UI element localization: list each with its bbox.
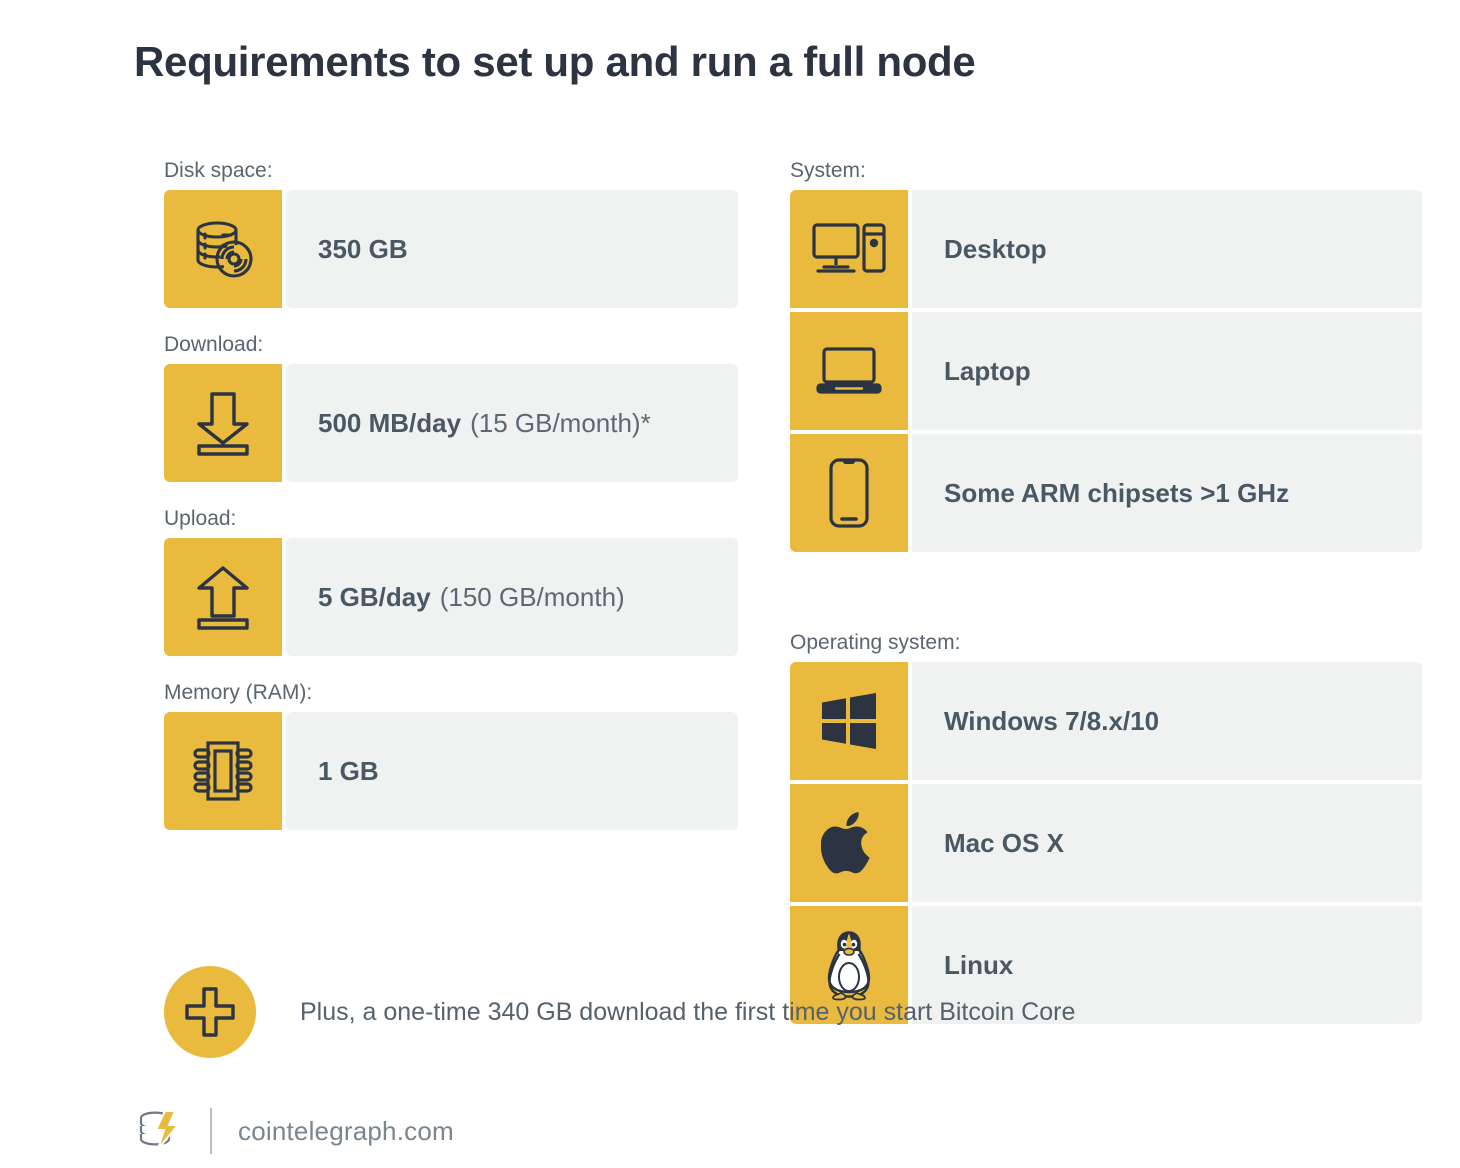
value-strong: 5 GB/day bbox=[318, 581, 431, 612]
system-value-laptop: Laptop bbox=[912, 312, 1422, 430]
apple-logo-icon bbox=[821, 810, 877, 876]
requirement-value-disk-space: 350 GB bbox=[286, 190, 738, 308]
requirement-row-download: 500 MB/day (15 GB/month)* bbox=[164, 364, 738, 482]
icon-tile-apple bbox=[790, 784, 908, 902]
icon-tile-linux bbox=[790, 906, 908, 1024]
value-strong: Mac OS X bbox=[944, 827, 1064, 858]
system-value-desktop: Desktop bbox=[912, 190, 1422, 308]
system-row-arm: Some ARM chipsets >1 GHz bbox=[790, 434, 1422, 552]
icon-tile-upload bbox=[164, 538, 282, 656]
system-row-laptop: Laptop bbox=[790, 312, 1422, 430]
requirement-row-upload: 5 GB/day (150 GB/month) bbox=[164, 538, 738, 656]
icon-tile-memory bbox=[164, 712, 282, 830]
section-label-system: System: bbox=[790, 159, 866, 182]
system-value-arm: Some ARM chipsets >1 GHz bbox=[912, 434, 1422, 552]
section-label-memory: Memory (RAM): bbox=[164, 681, 313, 704]
windows-logo-icon bbox=[818, 690, 880, 752]
footnote-text: Plus, a one-time 340 GB download the fir… bbox=[300, 997, 1076, 1026]
smartphone-icon bbox=[827, 456, 871, 530]
icon-tile-disk-space bbox=[164, 190, 282, 308]
footnote: Plus, a one-time 340 GB download the fir… bbox=[164, 966, 1075, 1058]
os-row-macosx: Mac OS X bbox=[790, 784, 1422, 902]
right-column: System: Desktop bbox=[790, 160, 1422, 1024]
os-value-linux: Linux bbox=[912, 906, 1422, 1024]
icon-tile-download bbox=[164, 364, 282, 482]
value-light: (150 GB/month) bbox=[439, 581, 625, 612]
brand-divider bbox=[210, 1108, 212, 1154]
cointelegraph-logo-icon bbox=[134, 1105, 186, 1157]
os-row-linux: Linux bbox=[790, 906, 1422, 1024]
value-strong: 1 GB bbox=[318, 755, 379, 786]
download-arrow-icon bbox=[191, 388, 255, 458]
brand-footer: cointelegraph.com bbox=[134, 1105, 454, 1157]
left-column: Disk space: bbox=[164, 160, 738, 830]
icon-tile-desktop bbox=[790, 190, 908, 308]
section-label-disk-space: Disk space: bbox=[164, 159, 273, 182]
value-strong: 500 MB/day bbox=[318, 407, 462, 438]
requirement-value-upload: 5 GB/day (150 GB/month) bbox=[286, 538, 738, 656]
system-group: Desktop Laptop bbox=[790, 190, 1422, 552]
column-spacer bbox=[790, 552, 1422, 632]
section-label-download: Download: bbox=[164, 333, 264, 356]
requirement-block-memory: Memory (RAM): bbox=[164, 682, 738, 830]
memory-chip-icon bbox=[190, 737, 256, 805]
brand-name: cointelegraph.com bbox=[238, 1115, 454, 1146]
page-title: Requirements to set up and run a full no… bbox=[134, 38, 976, 85]
value-strong: Some ARM chipsets >1 GHz bbox=[944, 477, 1290, 508]
operating-system-group: Windows 7/8.x/10 Mac OS X bbox=[790, 662, 1422, 1024]
plus-icon bbox=[184, 986, 236, 1038]
os-value-windows: Windows 7/8.x/10 bbox=[912, 662, 1422, 780]
value-strong: Linux bbox=[944, 949, 1014, 980]
linux-penguin-icon bbox=[820, 929, 878, 1001]
icon-tile-windows bbox=[790, 662, 908, 780]
database-disc-icon bbox=[189, 215, 257, 283]
plus-badge bbox=[164, 966, 256, 1058]
requirement-row-memory: 1 GB bbox=[164, 712, 738, 830]
upload-arrow-icon bbox=[191, 562, 255, 632]
section-label-upload: Upload: bbox=[164, 507, 237, 530]
requirement-row-disk-space: 350 GB bbox=[164, 190, 738, 308]
os-value-macosx: Mac OS X bbox=[912, 784, 1422, 902]
requirement-value-memory: 1 GB bbox=[286, 712, 738, 830]
value-strong: 350 GB bbox=[318, 233, 408, 264]
desktop-computer-icon bbox=[811, 220, 887, 278]
requirement-block-download: Download: 500 MB/day (15 GB/month)* bbox=[164, 334, 738, 482]
value-light: (15 GB/month)* bbox=[470, 407, 651, 438]
requirement-block-upload: Upload: 5 GB/day (150 GB/month) bbox=[164, 508, 738, 656]
laptop-icon bbox=[814, 343, 884, 399]
requirement-block-disk-space: Disk space: bbox=[164, 160, 738, 308]
system-row-desktop: Desktop bbox=[790, 190, 1422, 308]
icon-tile-smartphone bbox=[790, 434, 908, 552]
requirement-value-download: 500 MB/day (15 GB/month)* bbox=[286, 364, 738, 482]
value-strong: Laptop bbox=[944, 355, 1031, 386]
value-strong: Windows 7/8.x/10 bbox=[944, 705, 1160, 736]
section-label-operating-system: Operating system: bbox=[790, 631, 961, 654]
icon-tile-laptop bbox=[790, 312, 908, 430]
value-strong: Desktop bbox=[944, 233, 1047, 264]
os-row-windows: Windows 7/8.x/10 bbox=[790, 662, 1422, 780]
